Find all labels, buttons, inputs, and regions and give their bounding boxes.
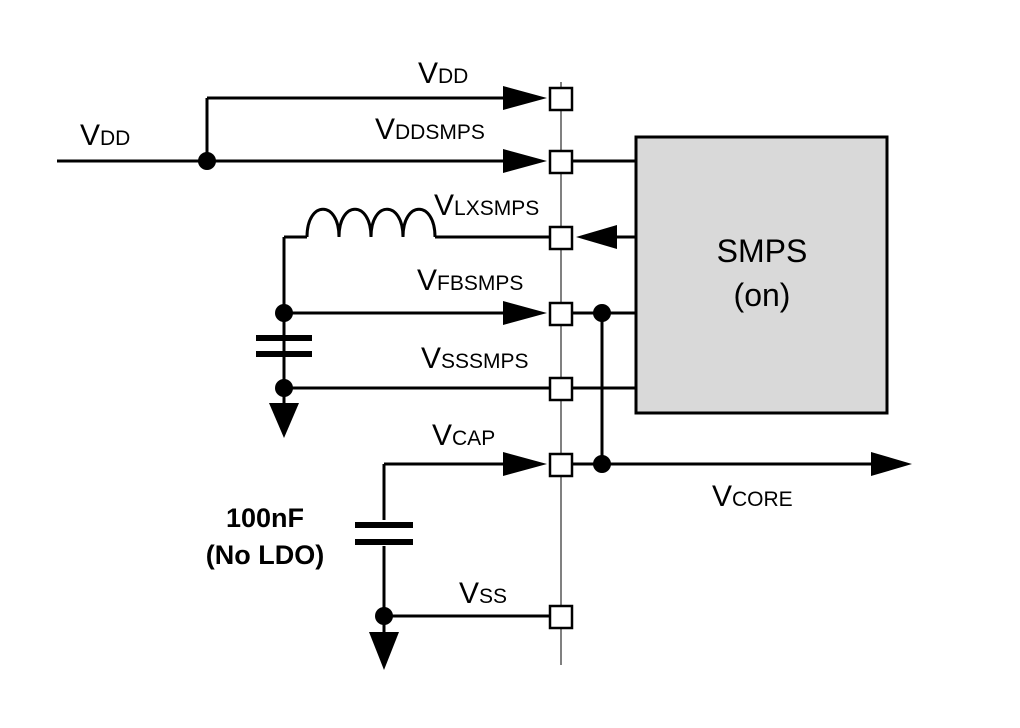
- vss-net: [369, 607, 549, 670]
- capacitor-value-label: 100nF: [226, 503, 304, 533]
- vfbsmps-pin-label: VFBSMPS: [417, 264, 523, 297]
- vss-pin-label: VSS: [459, 577, 507, 610]
- pin-vsssmps: [548, 376, 574, 402]
- vcore-arrow-icon: [871, 452, 912, 476]
- vcap-capacitor-icon: [355, 522, 413, 545]
- vdd-input-label: VDD: [80, 119, 130, 152]
- vddsmps-arrow-icon: [503, 149, 547, 173]
- pin-vdd: [548, 86, 574, 112]
- vdd-net: [57, 86, 547, 173]
- capacitor-note-label: (No LDO): [206, 540, 324, 570]
- vcap-pin-label: VCAP: [432, 419, 495, 452]
- smps-block-status: (on): [734, 277, 791, 313]
- ground-icon: [269, 403, 299, 438]
- vsssmps-pin-label: VSSSMPS: [421, 342, 529, 375]
- pin-vcap: [548, 452, 574, 478]
- output-capacitor-icon: [256, 335, 312, 357]
- vsssmps-net: [269, 379, 636, 438]
- vfbsmps-arrow-icon: [503, 301, 547, 325]
- pin-vfbsmps: [548, 301, 574, 327]
- vdd-junction-dot: [198, 152, 216, 170]
- pin-vss: [548, 604, 574, 630]
- vss-ground-icon: [369, 632, 399, 670]
- vdd-arrow-icon: [503, 86, 547, 110]
- vcap-net: [382, 452, 912, 616]
- smps-block-title: SMPS: [717, 233, 808, 269]
- vcap-arrow-icon: [503, 452, 547, 476]
- pin-vddsmps: [548, 149, 574, 175]
- smps-block: [634, 135, 889, 415]
- vcore-junction-dot: [593, 455, 611, 473]
- inductor-icon: [305, 207, 437, 238]
- vlxsmps-net: [282, 207, 636, 388]
- pin-column: [548, 86, 574, 630]
- vdd-pin-label: VDD: [418, 57, 468, 90]
- vlxsmps-arrow-icon: [576, 225, 617, 249]
- vcore-output-label: VCORE: [712, 480, 793, 513]
- vfbsmps-left-junction-dot: [275, 304, 293, 322]
- pin-vlxsmps: [548, 225, 574, 251]
- vlxsmps-pin-label: VLXSMPS: [434, 189, 539, 222]
- vddsmps-pin-label: VDDSMPS: [375, 113, 485, 146]
